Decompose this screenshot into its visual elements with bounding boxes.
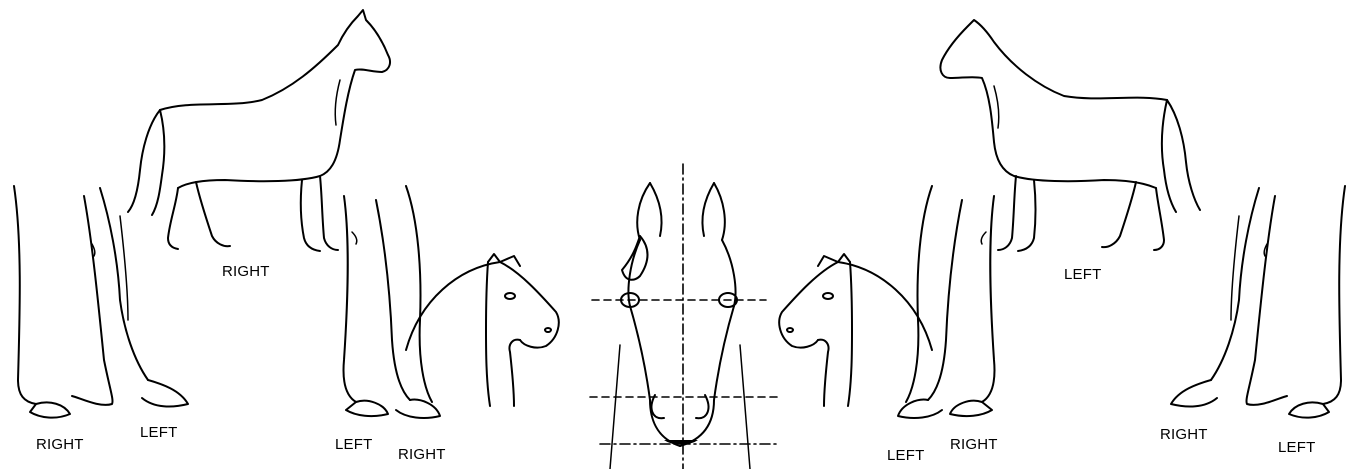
label-inner-left-left: LEFT: [335, 437, 372, 452]
head-frontal-view: [590, 164, 780, 469]
horse-standing-facing-left: [940, 20, 1200, 251]
legs-inner-right: [898, 186, 995, 418]
head-profile-facing-left: [779, 254, 932, 406]
legs-inner-left: [344, 186, 441, 418]
label-far-right-left: LEFT: [1278, 440, 1315, 455]
head-profile-facing-right: [406, 254, 559, 406]
label-far-left-right: RIGHT: [36, 437, 84, 452]
label-far-left-left: LEFT: [140, 425, 177, 440]
label-top-left-horse: RIGHT: [222, 264, 270, 279]
label-top-right-horse: LEFT: [1064, 267, 1101, 282]
horse-standing-facing-right: [128, 10, 390, 251]
label-inner-left-right: RIGHT: [398, 447, 446, 462]
label-inner-right-right: RIGHT: [950, 437, 998, 452]
label-far-right-right: RIGHT: [1160, 427, 1208, 442]
legs-far-left: [14, 186, 188, 418]
legs-far-right: [1171, 186, 1345, 418]
label-inner-right-left: LEFT: [887, 448, 924, 463]
